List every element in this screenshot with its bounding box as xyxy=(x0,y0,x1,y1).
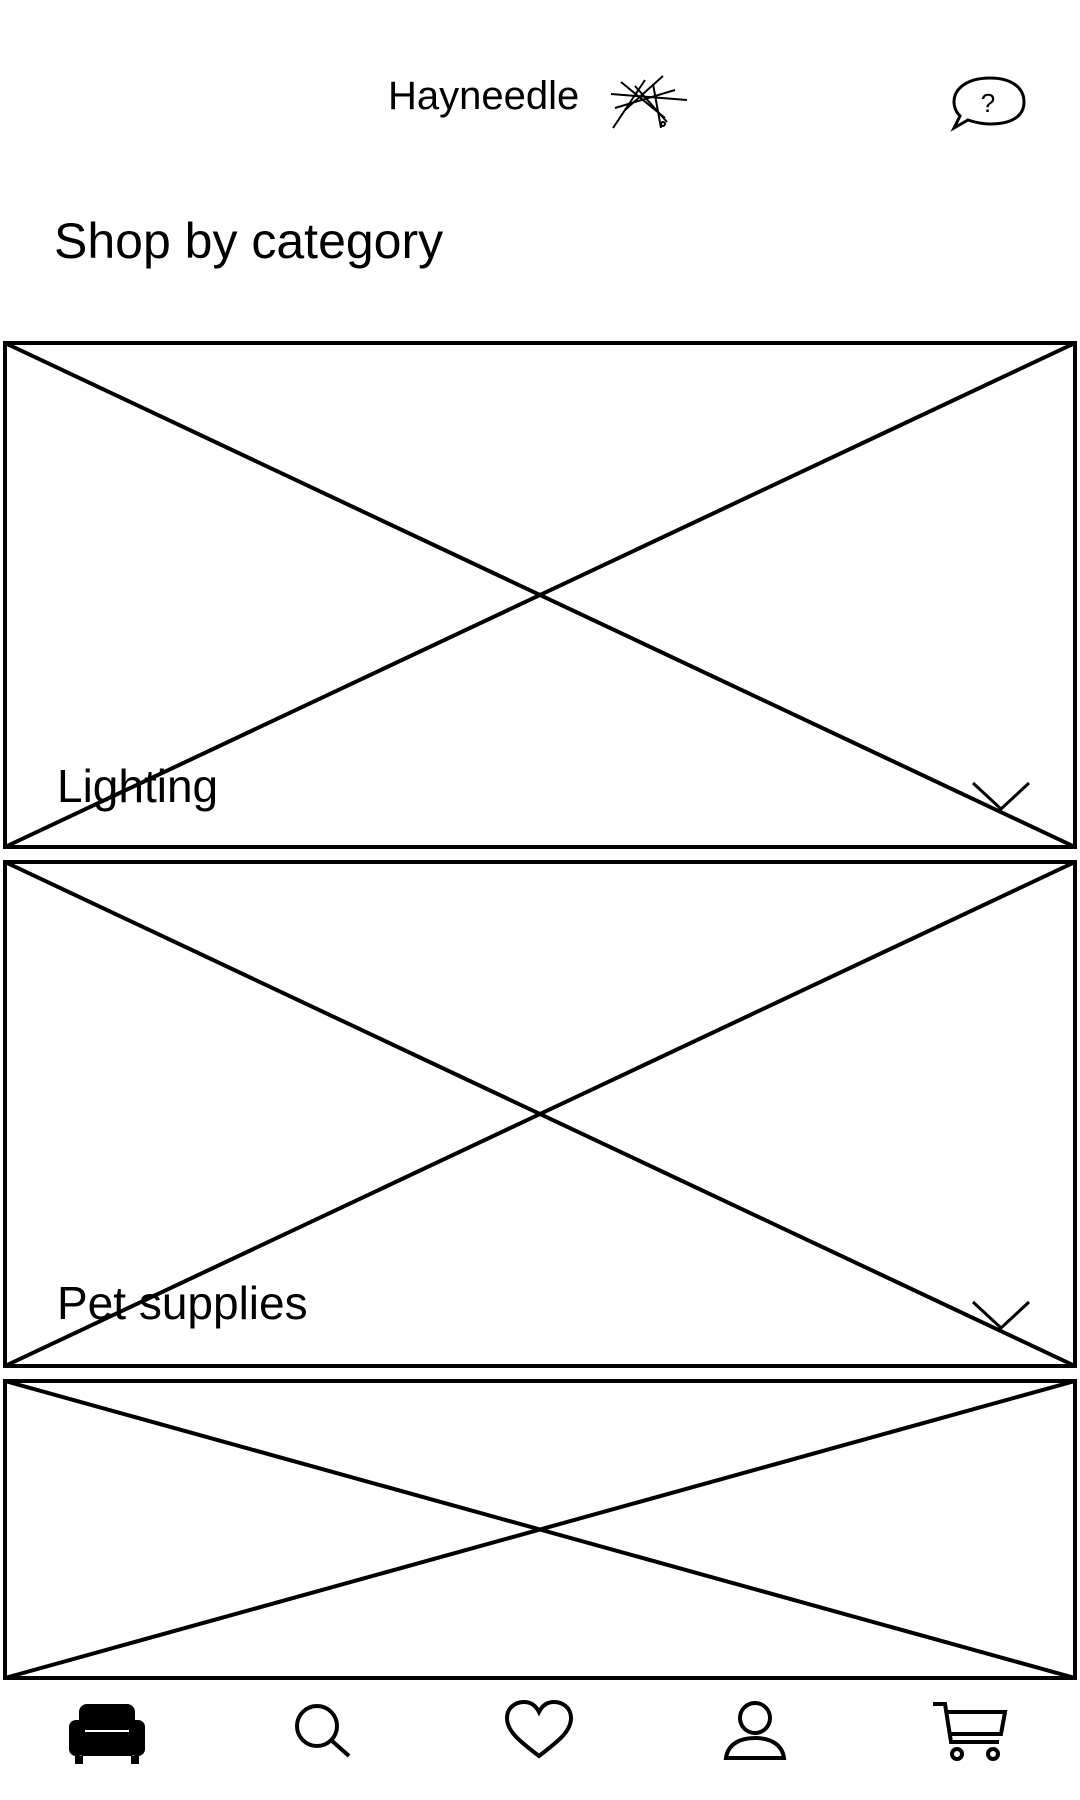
category-label: Pet supplies xyxy=(57,1277,308,1329)
category-label: Lighting xyxy=(57,760,219,812)
help-speech-bubble-icon: ? xyxy=(950,76,1026,132)
user-icon xyxy=(723,1701,787,1760)
category-card-lighting[interactable]: Lighting xyxy=(3,341,1077,849)
image-placeholder xyxy=(3,860,1077,1368)
chevron-down-icon[interactable] xyxy=(971,779,1031,815)
help-button[interactable]: ? xyxy=(948,72,1030,134)
search-icon xyxy=(295,1704,351,1758)
nav-home[interactable] xyxy=(62,1700,152,1780)
sofa-icon xyxy=(69,1704,145,1764)
brand-name: Hayneedle xyxy=(388,74,580,118)
needle-logo-icon xyxy=(605,72,695,134)
nav-favorites[interactable] xyxy=(494,1700,584,1780)
svg-text:?: ? xyxy=(981,88,995,118)
nav-account[interactable] xyxy=(710,1700,800,1780)
image-placeholder xyxy=(3,341,1077,849)
bottom-nav xyxy=(0,1680,1080,1800)
heart-icon xyxy=(504,1700,574,1759)
page-title: Shop by category xyxy=(54,213,444,269)
image-placeholder xyxy=(3,1379,1077,1680)
app-header: Hayneedle ? xyxy=(0,0,1080,175)
nav-cart[interactable] xyxy=(926,1700,1016,1780)
nav-search[interactable] xyxy=(279,1700,369,1780)
chevron-down-icon[interactable] xyxy=(971,1298,1031,1334)
cart-icon xyxy=(933,1702,1008,1761)
category-card-pet-supplies[interactable]: Pet supplies xyxy=(3,860,1077,1368)
category-card-3[interactable] xyxy=(3,1379,1077,1680)
